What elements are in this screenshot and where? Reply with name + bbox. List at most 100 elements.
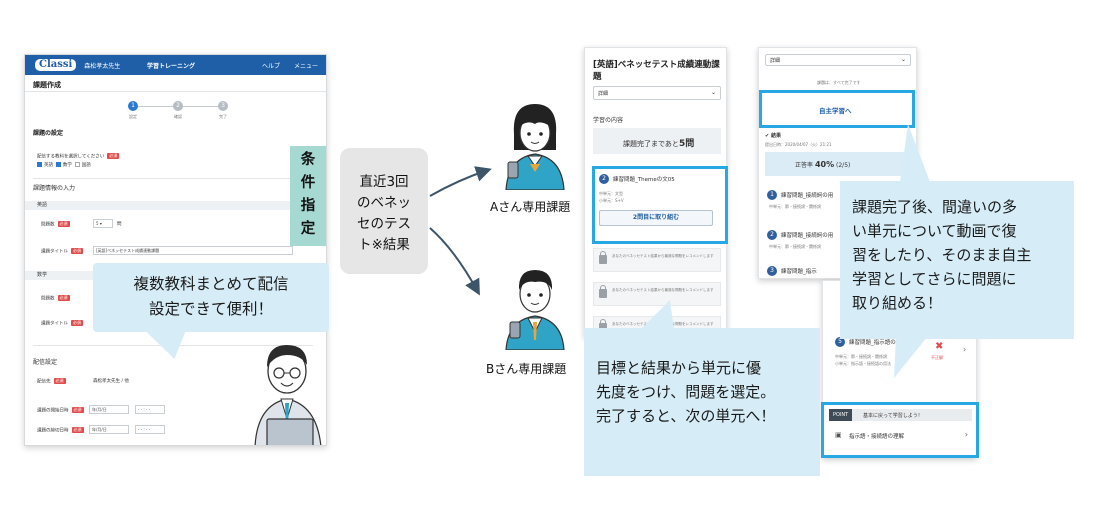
callout-multi-subject: 複数教科まとめて配信 設定できて便利！ [93, 263, 329, 332]
review-item-title[interactable]: 練習問題_指示語の用11 [849, 340, 909, 346]
chevron-right-icon: › [964, 430, 968, 439]
count-select[interactable]: 5 ▾ [93, 219, 113, 228]
start-date-input[interactable]: 年/月/日 [89, 405, 129, 414]
step-2-dot: 2 [173, 101, 183, 111]
point-badge: POINT [829, 409, 853, 421]
classi-logo: Classi [35, 59, 77, 71]
end-time-input[interactable]: - - : - - [135, 425, 165, 434]
start-question-button[interactable]: 2問目に取り組む [599, 210, 713, 226]
field-count-label-math: 問題数必須 [41, 295, 70, 302]
student-b-illustration [505, 270, 565, 350]
menu-button[interactable]: メニュー [293, 62, 318, 70]
assignment-title-line1: [英語]ベネッセテスト成績連動課 [593, 60, 720, 70]
remaining-panel: 課題完了まであと5問 [593, 128, 721, 154]
start-time-input[interactable]: - - : - - [135, 405, 165, 414]
point-video-item[interactable]: ▣ 指示語・接続語の理解 › [835, 430, 968, 440]
section-info: 課題情報の入力 [33, 185, 76, 192]
step-3-label: 完了 [219, 114, 227, 119]
student-b-label: Bさん専用課題 [486, 362, 567, 376]
result-label: ✔ 結果 [765, 133, 781, 139]
result-item-2-title[interactable]: 練習問題_接続詞の用 [781, 233, 834, 239]
video-icon: ▣ [835, 431, 842, 439]
step-3-dot: 3 [218, 101, 228, 111]
field-end-label: 課題の締切日時必須 [37, 427, 84, 434]
review-item-meta-1: 中単元：節・接続詞・関係詞 [835, 354, 887, 359]
assignment-title-line2: 題 [593, 72, 602, 82]
highlight-current-item [592, 166, 728, 244]
end-date-input[interactable]: 年/月/日 [89, 425, 129, 434]
field-title-label-math: 課題タイトル必須 [41, 320, 83, 327]
bubble-right-tail-lower [894, 336, 928, 378]
arrow-to-b [429, 227, 480, 296]
condition-label: 条 件 指 定 [290, 146, 326, 246]
user-name[interactable]: 森松孝太先生 [84, 62, 121, 70]
review-item-meta-2: 小単元：指示語・接続語の用法 [835, 361, 891, 366]
help-link[interactable]: ヘルプ [261, 62, 280, 70]
field-target-label: 配信先必須 [37, 378, 66, 385]
lock-icon [599, 251, 607, 264]
step-2-label: 確認 [174, 114, 182, 119]
wrong-label: 不正解 [931, 355, 943, 360]
teacher-illustration [254, 345, 322, 445]
field-count-label: 問題数必須 [41, 221, 70, 228]
recent-test-results-box: 直近3回 のベネッ セのテス ト※結果 [340, 148, 428, 274]
callout-priority: 目標と結果から単元に優 先度をつけ、問題を選定。 完了すると、次の単元へ！ [584, 328, 820, 476]
app-title: 学習トレーニング [147, 62, 196, 70]
point-text: 基本に戻って学習しよう！ [863, 413, 923, 419]
phone-screen-assignment: [英語]ベネッセテスト成績連動課 題 詳細 ⌄ 学習の内容 課題完了まであと5問… [584, 47, 727, 337]
chevron-right-icon[interactable]: › [963, 345, 967, 354]
checkbox-japanese[interactable] [74, 162, 80, 167]
target-value[interactable]: 森松孝太先生 / 他 [93, 379, 129, 384]
field-start-label: 課題の開始日時必須 [37, 407, 84, 414]
result-item-3-title[interactable]: 練習問題_指示 [781, 269, 817, 275]
checkbox-math[interactable] [55, 162, 61, 167]
result-item-2-number: 2 [767, 230, 777, 240]
chevron-down-icon: ⌄ [710, 89, 716, 96]
detail-select[interactable]: 詳細 ⌄ [593, 86, 721, 100]
lock-icon [599, 319, 607, 332]
student-a-label: Aさん専用課題 [490, 200, 571, 214]
step-1-dot: 1 [128, 101, 138, 111]
subject-prompt: 配信する教科を選択してください必須 [37, 153, 120, 160]
completion-status: 課題は、すべて完了です [817, 80, 861, 85]
subject-checkboxes[interactable]: 英語 数学 国語 [37, 162, 91, 168]
result-item-1-meta: 中単元：節・接続詞・関係詞 [769, 204, 821, 209]
step-1-label: 設定 [129, 114, 137, 119]
result-item-1-number: 1 [767, 190, 777, 200]
section-delivery: 配信設定 [33, 359, 58, 366]
review-item-number: 5 [835, 337, 845, 347]
highlight-point-video [821, 402, 979, 458]
section-setting: 課題の設定 [33, 130, 64, 137]
item-title[interactable]: 練習問題_Themeの文05 [613, 177, 675, 183]
locked-item-1: あなたのベネッセテスト結果から最適な問題をレコメンドします [593, 248, 721, 272]
band-english: 英語 [25, 201, 326, 210]
result-item-1-title[interactable]: 練習問題_接続詞の用 [781, 193, 834, 199]
wrong-x-icon: ✖ [935, 341, 944, 352]
highlight-self-study [759, 90, 915, 128]
item-meta-1: 中単元：文型 [599, 191, 623, 196]
app-header: Classi 森松孝太先生 学習トレーニング ヘルプ メニュー [25, 55, 326, 75]
result-item-2-meta: 中単元：節・接続詞・関係詞 [769, 244, 821, 249]
title-input[interactable]: [英語]ベネッセテスト成績連動課題 [93, 246, 293, 255]
lock-icon [599, 285, 607, 298]
point-header: POINT 基本に戻って学習しよう！ [829, 409, 972, 421]
chevron-down-icon: ⌄ [900, 56, 906, 63]
student-a-illustration [505, 104, 565, 190]
detail-select-b[interactable]: 詳細 ⌄ [765, 54, 911, 66]
bubble-right-tail [900, 124, 930, 182]
item-meta-2: 小単元：S+V [599, 198, 624, 203]
learning-section-label: 学習の内容 [593, 117, 624, 124]
checkbox-english[interactable] [37, 162, 42, 167]
bubble-mid-tail [640, 300, 674, 330]
callout-review: 課題完了後、間違いの多 い単元について動画で復 習をしたり、そのまま自主 学習と… [840, 181, 1074, 339]
result-item-3-number: 3 [767, 266, 777, 276]
locked-item-2: あなたのベネッセテスト結果から最適な問題をレコメンドします [593, 282, 721, 306]
item-number-badge: 2 [599, 174, 609, 184]
field-title-label: 課題タイトル必須 [41, 248, 83, 255]
page-title: 課題作成 [33, 81, 61, 89]
arrow-to-a [429, 166, 492, 197]
self-study-button[interactable]: 自主学習へ [819, 107, 852, 115]
count-unit: 問 [117, 222, 122, 227]
